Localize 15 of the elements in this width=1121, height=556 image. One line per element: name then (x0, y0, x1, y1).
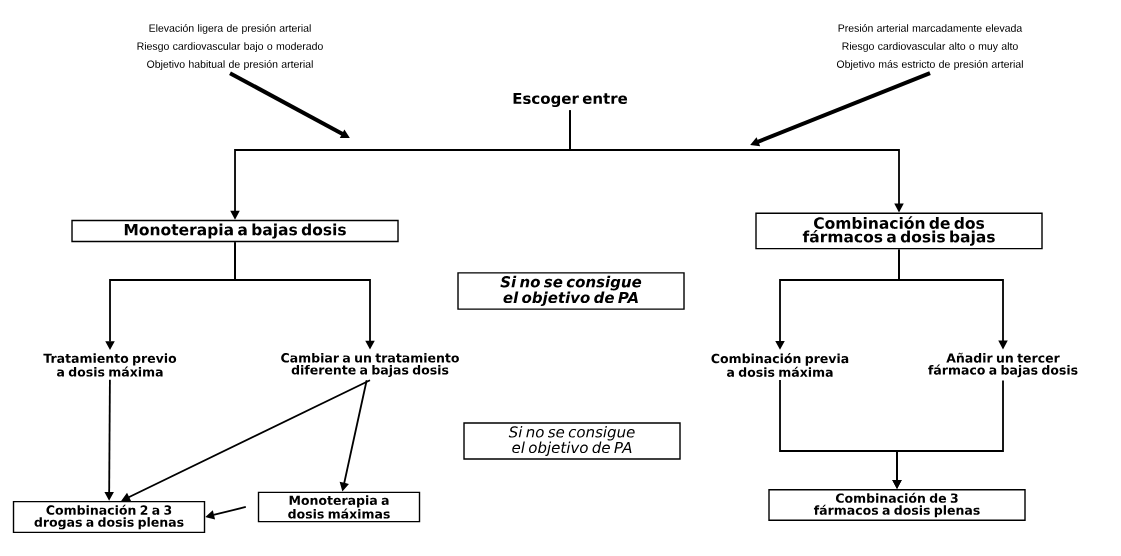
condition-box: Si no se consigue el objetivo de PA (457, 272, 685, 310)
treatment-box: Monoterapia a bajas dosis (71, 219, 399, 243)
treatment-box: Combinación de 3 fármacos a dosis plenas (768, 489, 1026, 521)
choice-heading: Escoger entre (513, 92, 628, 108)
treatment-box: Monoterapia a dosis máximas (257, 491, 421, 523)
option-text: Cambiar a un tratamiento diferente a bajas dosis (281, 352, 459, 378)
option-text: Añadir un tercer fármaco a bajas dosis (928, 352, 1078, 378)
option-text: Tratamiento previo a dosis máxima (43, 353, 177, 377)
criteria-text: Presión arterial marcadamente elevada Riesgo cardiovascular alto o muy alto Objetivo más estricto de presión arterial (836, 24, 1023, 70)
treatment-box: Combinación de dos fármacos a dosis bajas (755, 212, 1043, 250)
option-text: Combinación previa a dosis máxima (711, 353, 849, 377)
arrow (121, 379, 371, 502)
condition-box: Si no se consigue el objetivo de PA (463, 422, 681, 460)
criteria-text: Elevación ligera de presión arterial Riesgo cardiovascular bajo o moderado Objetivo habitual de presión arterial (137, 24, 323, 70)
treatment-box: Combinación 2 a 3 drogas a dosis plenas (12, 500, 206, 534)
